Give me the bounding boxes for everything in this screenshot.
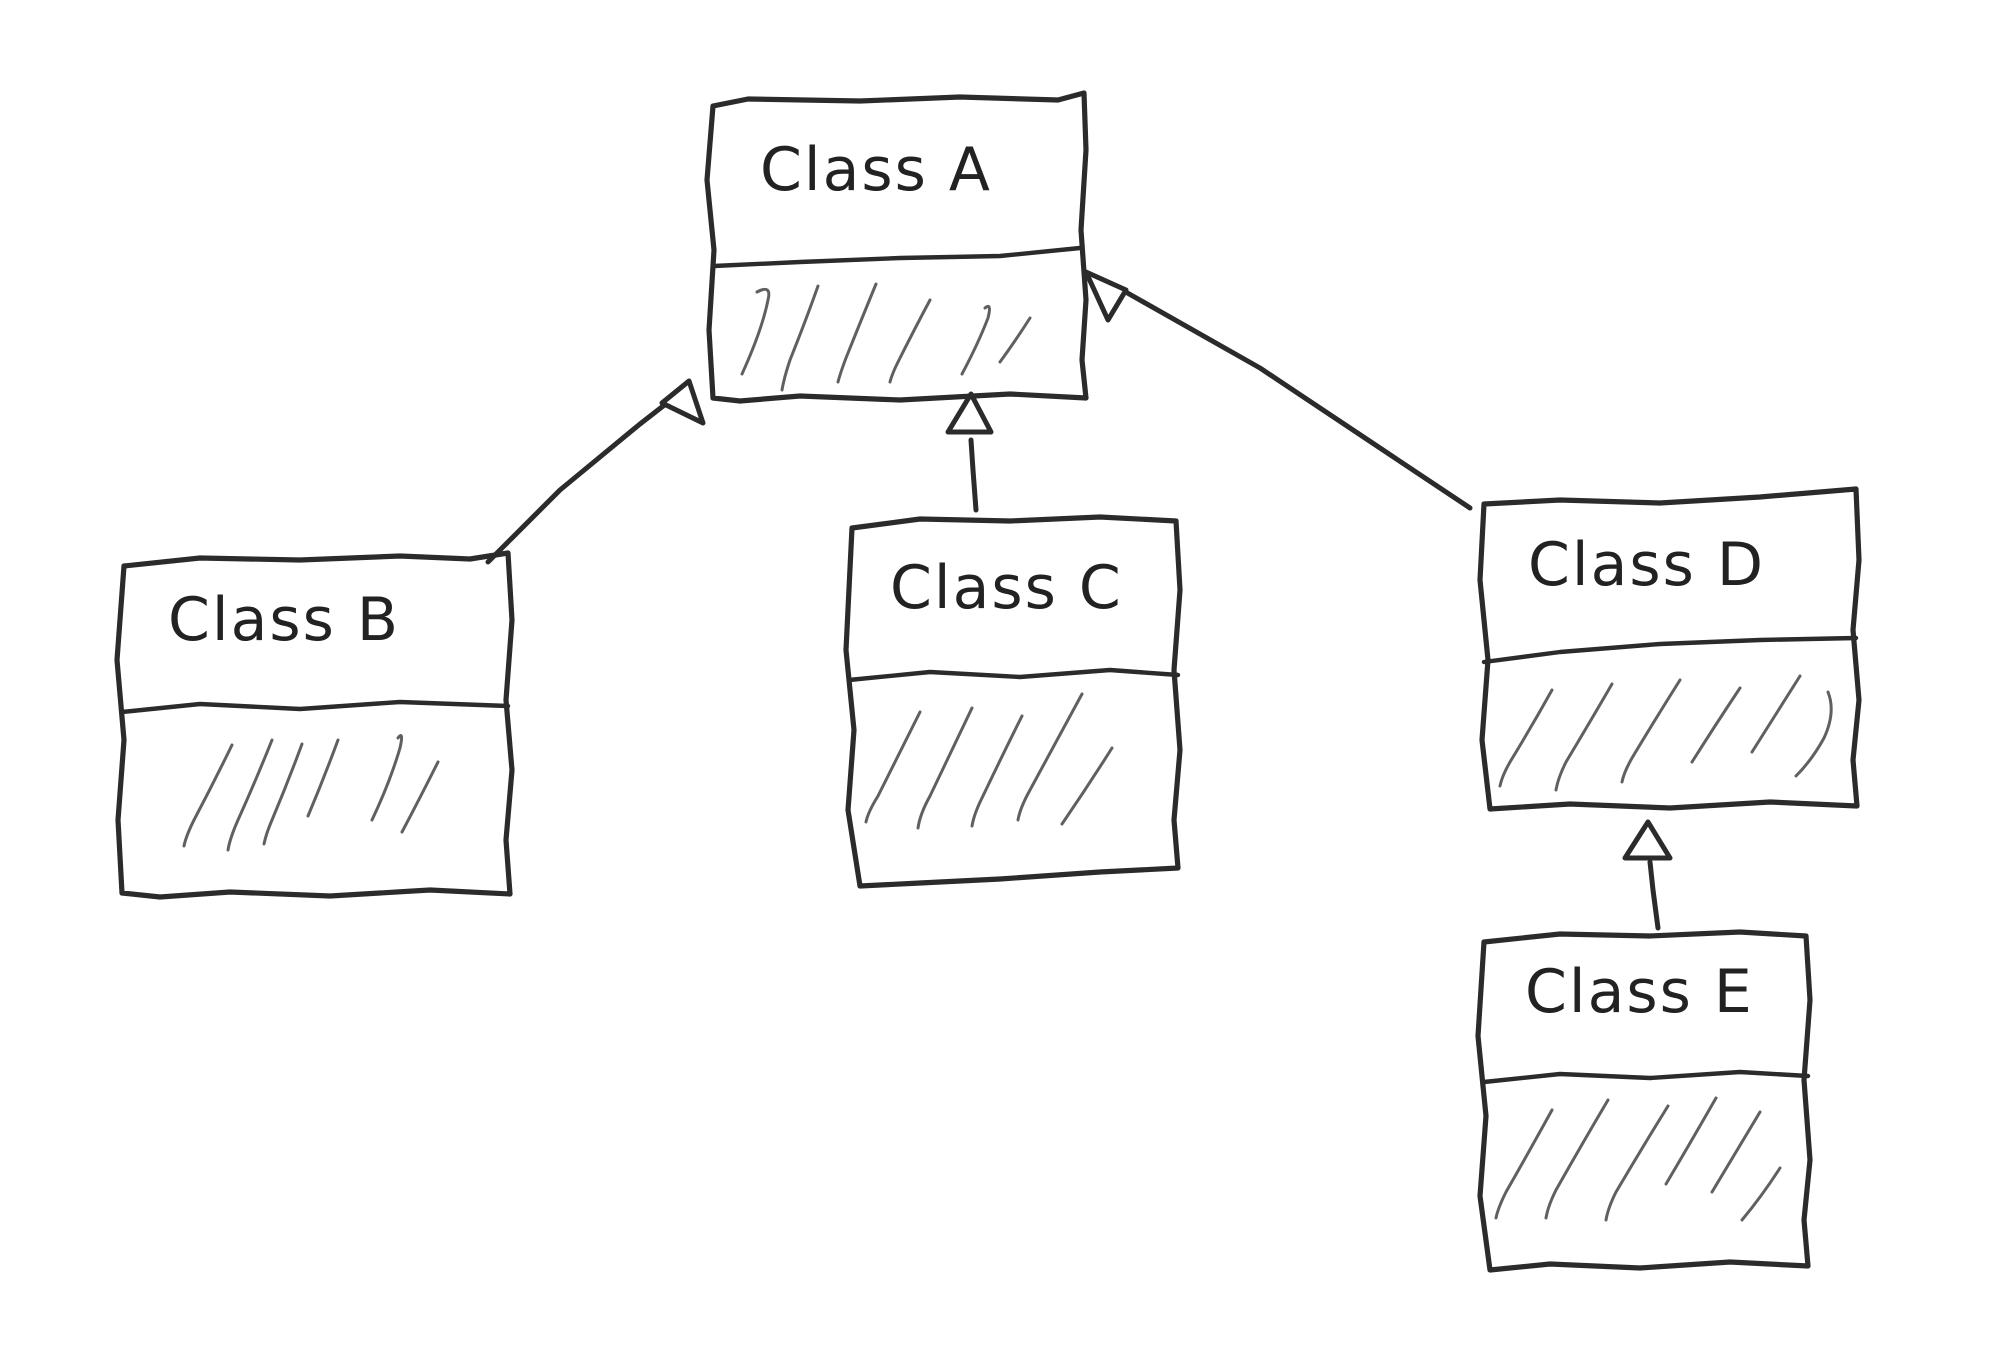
relation-d-a-hit-area[interactable] [1070,262,1480,525]
class-d-title: Class D [1528,530,1765,600]
class-b-box-outline [114,550,515,900]
class-c-compartment-divider [846,667,1181,683]
class-d-members-scribble [1498,674,1833,792]
class-c-hit-area[interactable] [846,515,1182,889]
class-e-compartment-divider [1481,1069,1811,1085]
class-b-title: Class B [168,585,400,655]
relation-b-a-hit-area[interactable] [470,370,730,580]
class-node-class-a[interactable]: Class A [704,90,1089,404]
relation-c-a-line [968,437,979,513]
class-a-title: Class A [760,135,992,205]
class-b-members-scribble [182,734,440,852]
class-node-class-b[interactable]: Class B [114,550,515,900]
class-a-members-scribble [740,282,1032,392]
class-node-class-c[interactable]: Class C [843,514,1183,889]
class-b-hit-area[interactable] [117,553,513,898]
class-e-members-scribble [1494,1096,1782,1222]
relation-class-e-to-class-d[interactable] [1618,818,1678,932]
relation-b-a-triangle-head [659,378,706,426]
class-c-box-outline [843,514,1183,889]
relation-b-a-line [485,400,670,565]
relation-e-d-hit-area[interactable] [1618,818,1678,932]
class-e-title: Class E [1525,957,1754,1027]
relation-class-c-to-class-a[interactable] [940,390,1000,515]
class-a-box-outline [704,90,1089,404]
relation-e-d-triangle-head [1622,819,1673,861]
class-a-hit-area[interactable] [707,93,1088,403]
relation-c-a-triangle-head [945,391,994,435]
class-e-hit-area[interactable] [1478,930,1812,1272]
relation-d-a-line [1121,288,1473,511]
relation-class-b-to-class-a[interactable] [470,370,730,580]
class-c-members-scribble [864,692,1114,830]
relation-e-d-line [1647,859,1661,931]
class-d-compartment-divider [1481,635,1859,665]
class-b-compartment-divider [119,699,511,715]
class-d-box-outline [1477,486,1862,812]
class-c-title: Class C [890,553,1123,623]
class-node-class-d[interactable]: Class D [1477,486,1862,812]
class-node-class-e[interactable]: Class E [1475,929,1813,1273]
relation-d-a-triangle-head [1083,269,1129,323]
class-e-box-outline [1475,929,1813,1273]
relation-c-a-hit-area[interactable] [940,390,1000,515]
class-a-compartment-divider [711,245,1083,269]
class-d-hit-area[interactable] [1480,489,1862,811]
relation-class-d-to-class-a[interactable] [1070,262,1480,525]
